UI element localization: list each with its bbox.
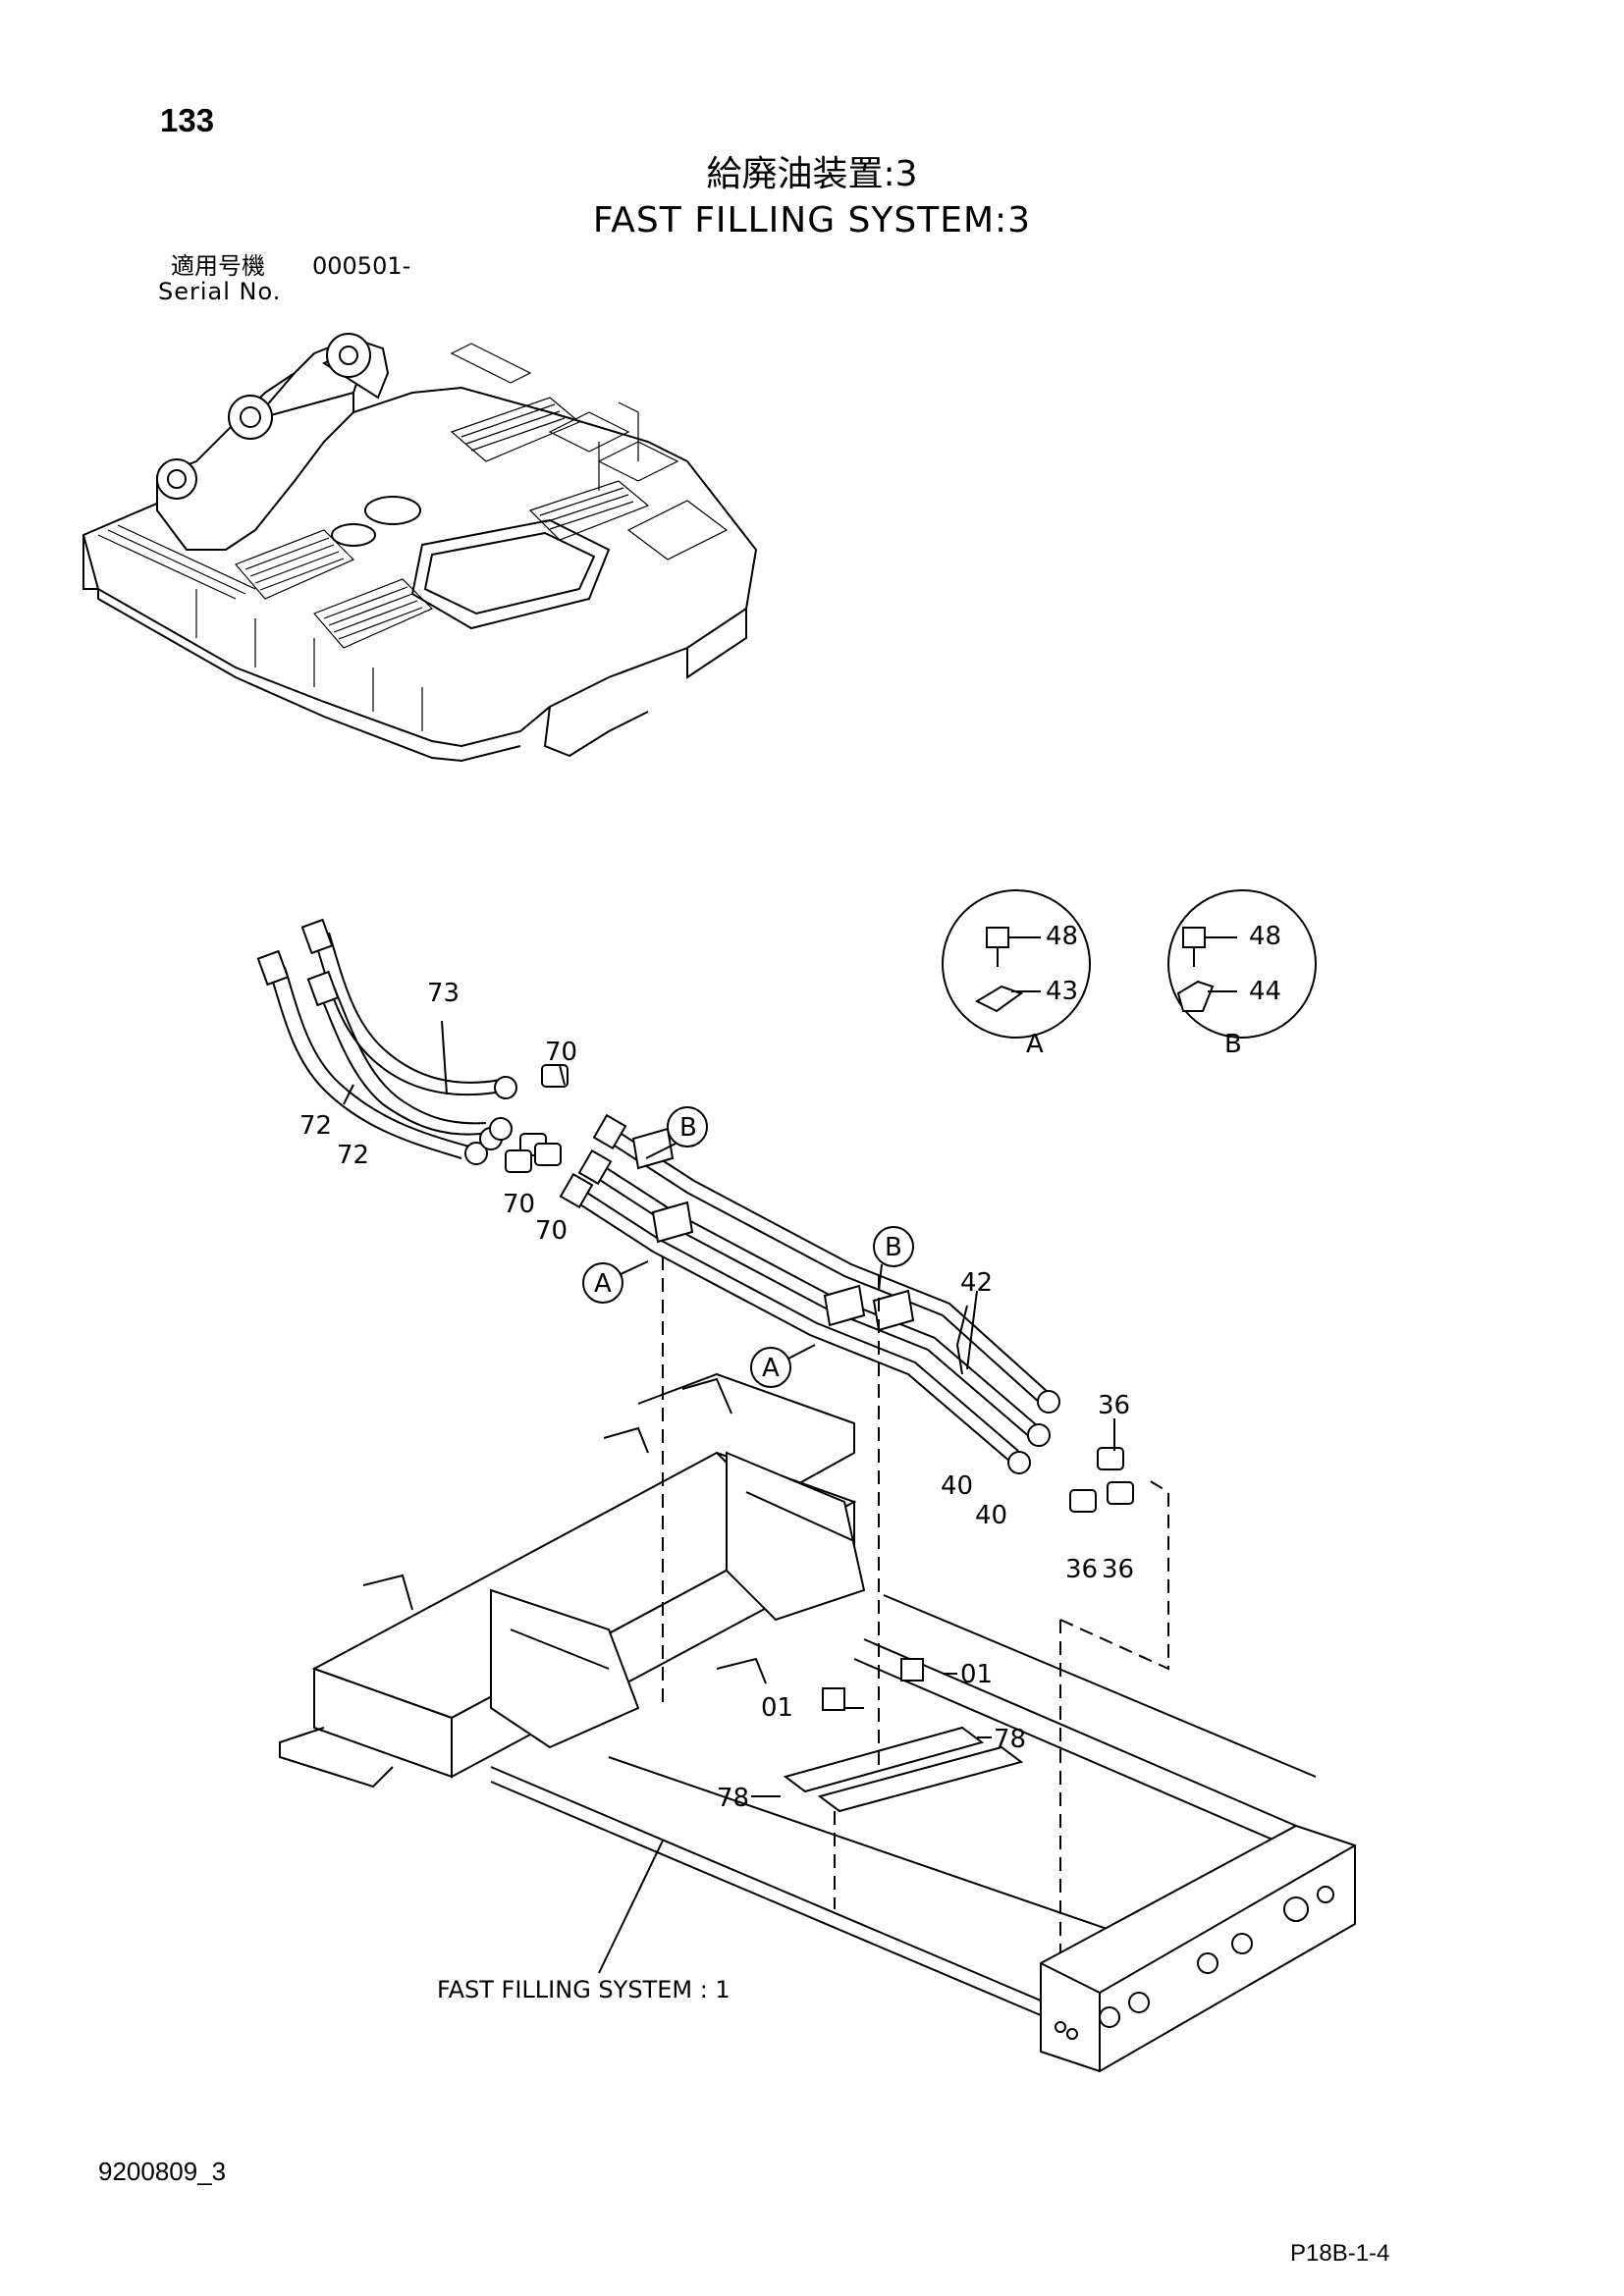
marker-a: A xyxy=(762,1354,780,1383)
serial-range: 000501- xyxy=(312,252,411,280)
callout-78: 78 xyxy=(717,1784,749,1813)
leader-lines xyxy=(343,1020,1115,1797)
serial-label-english: Serial No. xyxy=(158,278,282,305)
marker-b: B xyxy=(885,1233,902,1262)
detail-b-label: B xyxy=(1224,1030,1242,1059)
callout-40: 40 xyxy=(975,1501,1007,1530)
callout-72: 72 xyxy=(337,1141,369,1170)
callout-43: 43 xyxy=(1046,977,1078,1006)
fittings-36 xyxy=(1069,1447,1134,1513)
callout-70: 70 xyxy=(545,1038,577,1067)
page-code: P18B-1-4 xyxy=(1290,2240,1390,2267)
callout-numbers: 73 70 70 70 72 72 48 43 48 44 42 40 40 3… xyxy=(299,922,1281,2003)
upper-frame-illustration xyxy=(81,333,758,763)
callout-36: 36 xyxy=(1102,1555,1134,1584)
lower-frame-illustration xyxy=(279,1256,1356,2073)
marker-a: A xyxy=(594,1269,612,1299)
callout-01: 01 xyxy=(761,1693,793,1723)
pipes-40-42 xyxy=(559,1113,1060,1474)
callout-40: 40 xyxy=(941,1471,973,1501)
callout-48: 48 xyxy=(1249,922,1281,951)
hose-assembly xyxy=(256,918,517,1165)
reference-label: FAST FILLING SYSTEM : 1 xyxy=(437,1976,731,2003)
page-number: 133 xyxy=(160,102,215,138)
detail-marker-letters: A B B B A A xyxy=(594,1030,1242,1383)
detail-view-a xyxy=(942,889,1091,1039)
callout-70: 70 xyxy=(535,1216,568,1246)
callout-42: 42 xyxy=(960,1268,993,1298)
callout-48: 48 xyxy=(1046,922,1078,951)
page-title-japanese: 給廃油装置:3 xyxy=(706,154,918,194)
callout-36: 36 xyxy=(1065,1555,1098,1584)
callout-70: 70 xyxy=(503,1190,535,1219)
serial-label-japanese: 適用号機 xyxy=(171,252,265,280)
callout-78: 78 xyxy=(994,1725,1026,1754)
callout-72: 72 xyxy=(299,1111,332,1141)
callout-01: 01 xyxy=(960,1660,993,1689)
page-title-english: FAST FILLING SYSTEM:3 xyxy=(592,200,1032,240)
callout-73: 73 xyxy=(427,979,460,1008)
detail-markers xyxy=(582,1106,914,1388)
fittings-70 xyxy=(505,1064,568,1173)
callout-36: 36 xyxy=(1098,1391,1130,1420)
detail-view-b xyxy=(1167,889,1317,1039)
document-code: 9200809_3 xyxy=(98,2157,227,2186)
detail-a-label: A xyxy=(1026,1030,1044,1059)
marker-b: B xyxy=(679,1113,697,1143)
callout-44: 44 xyxy=(1249,977,1281,1006)
